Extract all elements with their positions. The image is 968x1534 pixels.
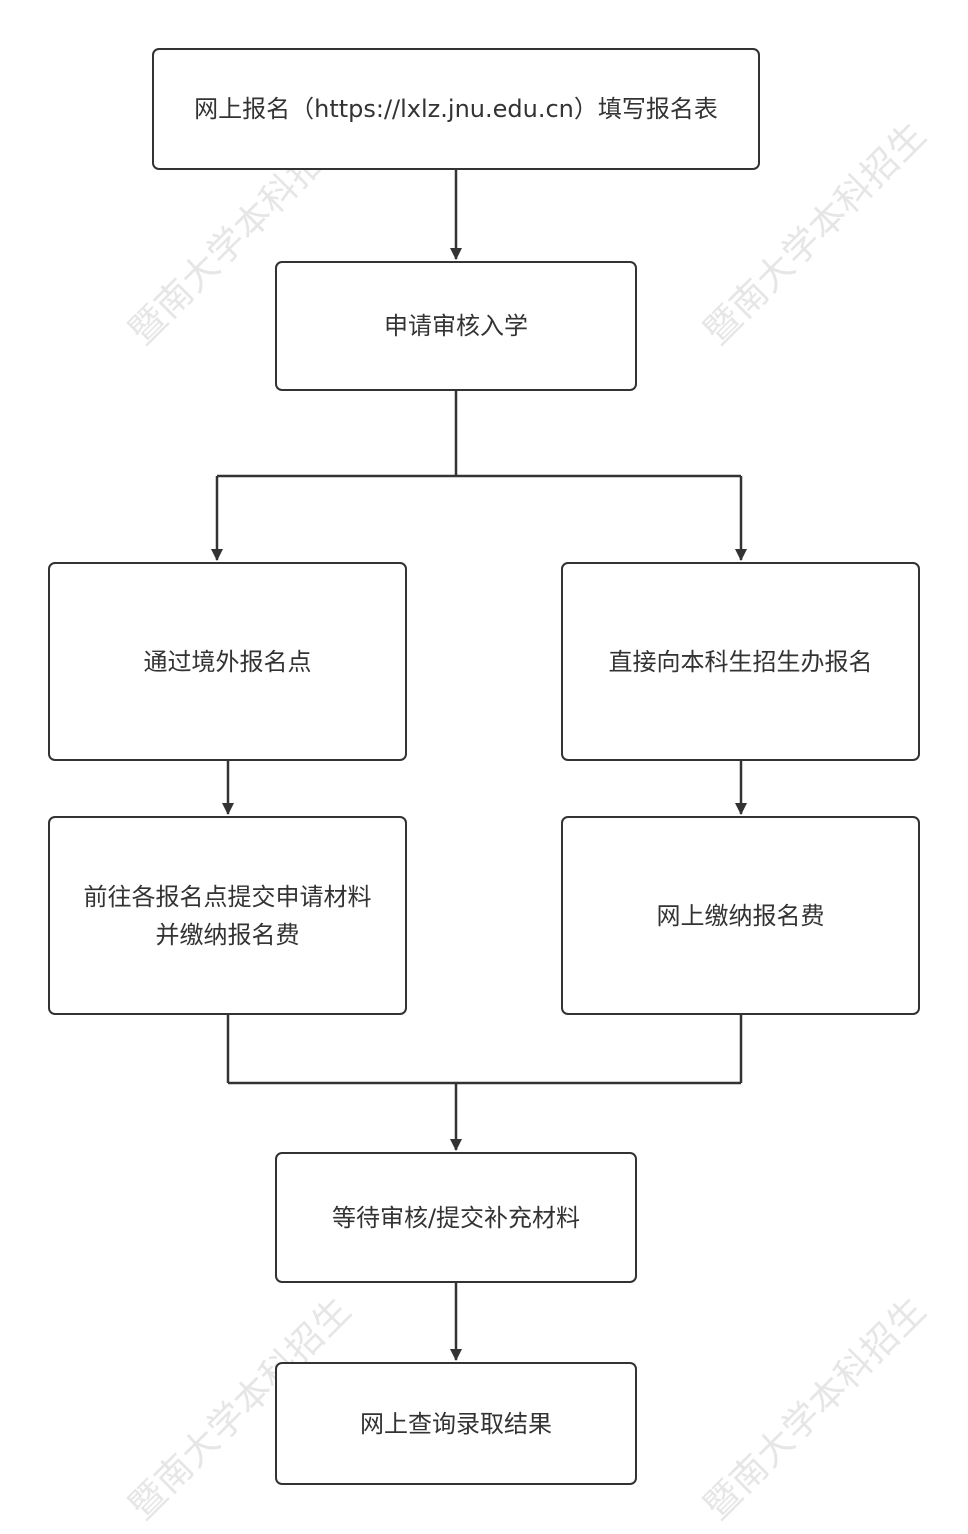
node-direct-office-label: 直接向本科生招生办报名 [608, 647, 873, 676]
node-submit-materials-label: 前往各报名点提交申请材料 并缴纳报名费 [83, 882, 372, 949]
node-await-review-label: 等待审核/提交补充材料 [331, 1203, 581, 1232]
node-overseas-point: 通过境外报名点 [48, 562, 407, 761]
node-register-online-label: 网上报名（https://lxlz.jnu.edu.cn）填写报名表 [194, 95, 718, 123]
node-submit-materials: 前往各报名点提交申请材料 并缴纳报名费 [48, 816, 407, 1015]
node-check-result-label: 网上查询录取结果 [360, 1409, 552, 1438]
node-apply-review-label: 申请审核入学 [384, 312, 528, 340]
node-apply-review: 申请审核入学 [275, 261, 637, 391]
node-direct-office: 直接向本科生招生办报名 [561, 562, 920, 761]
node-await-review: 等待审核/提交补充材料 [275, 1152, 637, 1283]
node-pay-online-label: 网上缴纳报名费 [656, 901, 825, 930]
node-register-online: 网上报名（https://lxlz.jnu.edu.cn）填写报名表 [152, 48, 760, 170]
node-check-result: 网上查询录取结果 [275, 1362, 637, 1485]
node-overseas-point-label: 通过境外报名点 [143, 647, 312, 676]
node-pay-online: 网上缴纳报名费 [561, 816, 920, 1015]
